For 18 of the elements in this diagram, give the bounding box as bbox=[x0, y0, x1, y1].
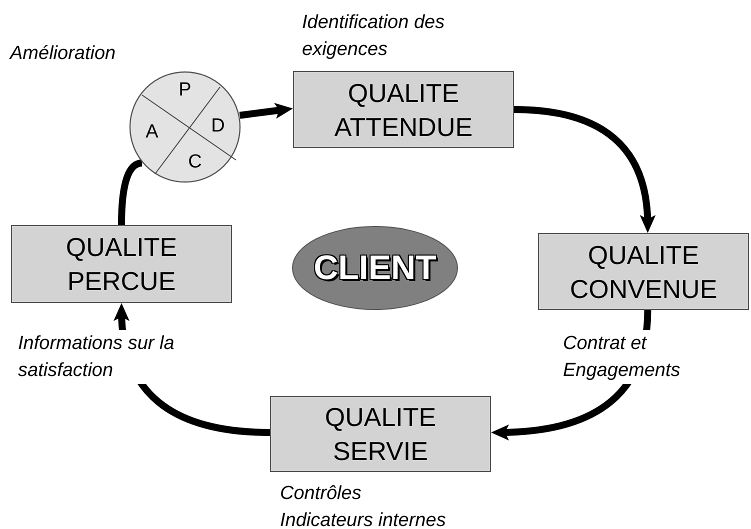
quadrant-letter: A bbox=[146, 122, 158, 142]
process-box bbox=[293, 71, 514, 148]
annotation-text: Identification des exigences bbox=[302, 11, 446, 62]
process-box bbox=[538, 233, 749, 310]
annotation-text: Amélioration bbox=[10, 42, 117, 66]
arrow bbox=[239, 102, 293, 119]
arrow bbox=[514, 106, 656, 233]
box-label: QUALITE ATTENDUE bbox=[333, 76, 474, 144]
process-box bbox=[270, 396, 491, 472]
box-label: QUALITE CONVENUE bbox=[568, 238, 718, 306]
quadrant-letter: C bbox=[188, 152, 202, 172]
quadrant-letter: P bbox=[178, 80, 192, 100]
annotation-text: Contrôles Indicateurs internes bbox=[280, 482, 447, 529]
process-box bbox=[11, 225, 232, 303]
box-label: QUALITE PERCUE bbox=[64, 231, 178, 298]
quadrant-letter: D bbox=[211, 116, 225, 136]
box-label: QUALITE SERVIE bbox=[324, 401, 438, 468]
client-label: CLIENT bbox=[314, 248, 436, 288]
